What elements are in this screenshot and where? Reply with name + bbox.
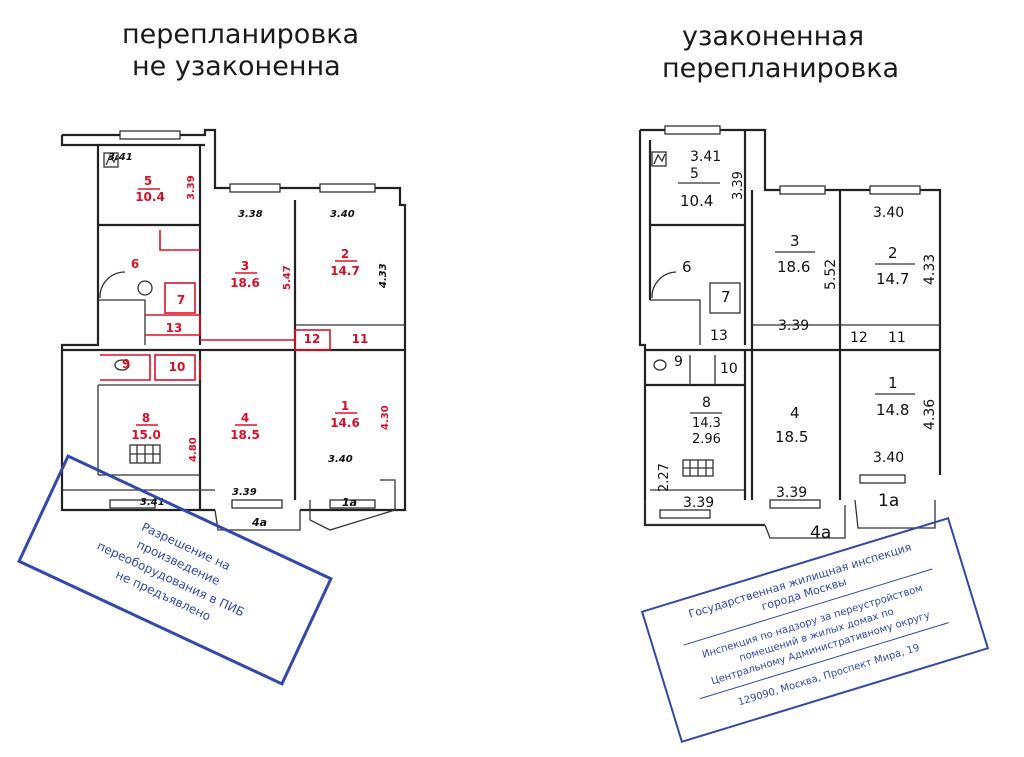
left-room-5-area: 10.4 <box>135 190 165 204</box>
left-dim-7: 3.39 <box>232 487 257 498</box>
left-dim-1: 3.41 <box>108 152 133 163</box>
left-dim-2: 3.38 <box>238 209 263 220</box>
right-balcony-4a: 4а <box>810 523 831 543</box>
right-room-11-number: 11 <box>888 330 906 346</box>
right-balcony-1a: 1а <box>878 491 899 511</box>
right-room-9-number: 9 <box>674 354 683 370</box>
left-dim-6: 3.41 <box>140 497 165 508</box>
left-room-13-number: 13 <box>166 321 183 335</box>
right-dim-10: 2.27 <box>657 463 672 492</box>
right-dim-12: 3.39 <box>776 485 807 501</box>
left-dim-5: 3.40 <box>328 454 353 465</box>
left-red-dim-2: 5.47 <box>282 265 293 290</box>
right-dim-5: 4.33 <box>922 254 938 285</box>
left-room-3-number: 3 <box>241 259 249 273</box>
left-room-2-number: 2 <box>341 247 349 261</box>
left-red-dim-1: 3.39 <box>186 175 197 200</box>
right-heading-line1: узаконенная <box>682 21 865 52</box>
right-room-10-number: 10 <box>720 361 738 377</box>
right-stamp: Государственная жилищная инспекция город… <box>640 516 990 744</box>
left-dim-4: 4.33 <box>378 263 389 289</box>
right-room-8-area: 14.3 <box>692 416 721 431</box>
right-dim-3: 3.40 <box>873 205 904 221</box>
right-room-3-number: 3 <box>790 232 800 250</box>
right-dim-7: 4.36 <box>922 399 938 430</box>
right-dim-4: 5.52 <box>823 259 839 290</box>
left-room-5-number: 5 <box>144 174 152 188</box>
left-balcony-1a: 1а <box>342 496 357 509</box>
left-dim-3: 3.40 <box>330 209 355 220</box>
left-room-4-area: 18.5 <box>230 428 260 442</box>
right-room-2-area: 14.7 <box>876 270 909 288</box>
right-room-5-number: 5 <box>690 166 699 182</box>
right-heading-line2: перепланировка <box>662 53 900 84</box>
right-room-4-area: 18.5 <box>775 428 808 446</box>
right-room-3-area: 18.6 <box>777 258 810 276</box>
left-red-dim-3: 4.80 <box>188 437 199 462</box>
right-room-12-number: 12 <box>850 330 868 346</box>
left-room-8-number: 8 <box>142 411 150 425</box>
left-red-dim-4: 4.30 <box>380 405 391 430</box>
left-room-2-area: 14.7 <box>330 264 360 278</box>
right-dim-9: 2.96 <box>692 432 721 447</box>
left-balcony-4a: 4а <box>251 516 267 529</box>
right-room-4-number: 4 <box>790 404 800 422</box>
left-room-9-number: 9 <box>122 357 130 371</box>
right-stamp-line-1: Государственная жилищная инспекция <box>687 541 913 621</box>
right-room-5-area: 10.4 <box>680 192 713 210</box>
left-heading-line1: перепланировка <box>122 19 360 50</box>
right-room-2-number: 2 <box>888 244 898 262</box>
left-room-1-number: 1 <box>341 399 349 413</box>
left-heading-line2: не узаконенна <box>132 51 341 82</box>
left-room-7-number: 7 <box>177 293 185 307</box>
left-room-4-number: 4 <box>241 411 249 425</box>
right-dim-11: 3.39 <box>683 495 714 511</box>
right-dim-1: 3.41 <box>690 149 721 165</box>
right-room-1-area: 14.8 <box>876 401 909 419</box>
right-floor-plan: 3.41 5 10.4 3.39 6 7 13 3.40 3 18.6 5.52… <box>638 125 942 543</box>
right-dim-8: 3.40 <box>873 450 904 466</box>
left-room-1-area: 14.6 <box>330 416 360 430</box>
left-room-3-area: 18.6 <box>230 276 260 290</box>
left-room-11-number: 11 <box>352 332 369 346</box>
right-room-13-number: 13 <box>710 328 728 344</box>
left-room-8-area: 15.0 <box>131 428 161 442</box>
left-room-6-number: 6 <box>131 257 139 271</box>
right-room-6-number: 6 <box>682 258 692 276</box>
right-dim-2: 3.39 <box>731 171 746 200</box>
right-room-1-number: 1 <box>888 374 898 392</box>
left-room-12-number: 12 <box>304 332 321 346</box>
left-room-10-number: 10 <box>169 360 186 374</box>
right-room-8-number: 8 <box>702 395 711 411</box>
right-dim-6: 3.39 <box>778 318 809 334</box>
right-room-7-number: 7 <box>721 288 731 306</box>
left-floor-plan: 5 10.4 6 7 13 3 18.6 2 14.7 12 11 9 10 8… <box>60 128 407 531</box>
